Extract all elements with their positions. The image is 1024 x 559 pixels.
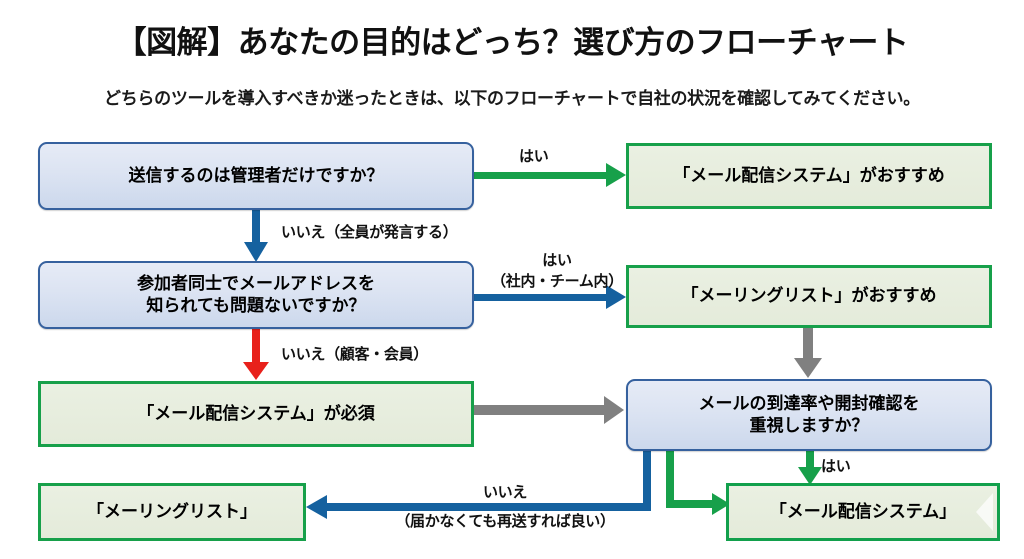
edge-q3-yes-line (806, 450, 814, 470)
edge-label-q3-yes: はい (821, 458, 851, 475)
edge-q3-green-horizontal (666, 500, 716, 508)
node-question-2-line1: 参加者同士でメールアドレスを (137, 273, 375, 293)
edge-q1-no-line (252, 207, 260, 245)
edge-q1-yes-line (470, 172, 608, 179)
edge-q2-no-line (252, 328, 260, 365)
node-question-2-label: 参加者同士でメールアドレスを 知られても問題ないですか？ (137, 273, 375, 317)
node-question-3[interactable]: メールの到達率や開封確認を 重視しますか？ (626, 379, 992, 451)
edge-label-q1-yes: はい (519, 148, 549, 165)
node-question-1[interactable]: 送信するのは管理者だけですか？ (38, 142, 474, 210)
edge-q2-no-arrowhead (243, 362, 269, 380)
node-result-1-label: 「メール配信システム」がおすすめ (673, 165, 945, 185)
node-question-2[interactable]: 参加者同士でメールアドレスを 知られても問題ないですか？ (38, 261, 474, 329)
edge-q2-yes-line (470, 294, 608, 301)
edge-q2-yes-arrowhead (606, 285, 626, 309)
page-subtitle: どちらのツールを導入すべきか迷ったときは、以下のフローチャートで自社の状況を確認… (104, 89, 920, 108)
node-result-5[interactable]: 「メール配信システム」 (726, 483, 1000, 541)
edge-r2-down-line (803, 328, 813, 361)
edge-label-q2-yes-line1: はい (542, 252, 572, 269)
node-question-2-line2: 知られても問題ないですか？ (146, 296, 366, 315)
edge-label-q3-no: いいえ （届かなくても再送すれば良い） (370, 481, 640, 531)
node-result-4-label: 「メーリングリスト」 (87, 501, 257, 521)
node-result-5-label: 「メール配信システム」 (769, 501, 957, 521)
node-question-3-line2: 重視しますか？ (749, 416, 869, 435)
edge-q1-no-arrowhead (244, 242, 268, 262)
edge-q3-green-arrowhead (712, 493, 730, 515)
edge-r3-right-arrowhead (604, 396, 624, 424)
edge-label-q2-yes-line2: （社内・チーム内） (491, 273, 623, 290)
node-result-3[interactable]: 「メール配信システム」が必須 (38, 381, 474, 447)
edge-q3-yes-arrowhead (798, 467, 822, 485)
corner-triangle-icon (976, 493, 993, 531)
edge-q3-green-vertical (666, 450, 674, 507)
node-question-3-label: メールの到達率や開封確認を 重視しますか？ (699, 393, 920, 437)
edge-r2-down-arrowhead (794, 358, 822, 378)
node-question-1-label: 送信するのは管理者だけですか？ (128, 165, 384, 185)
edge-label-q3-no-line2: （届かなくても再送すれば良い） (395, 513, 615, 530)
edge-label-q2-yes: はい （社内・チーム内） (474, 249, 640, 291)
node-result-3-label: 「メール配信システム」が必須 (137, 403, 375, 423)
node-result-2[interactable]: 「メーリングリスト」がおすすめ (626, 265, 992, 328)
node-result-4[interactable]: 「メーリングリスト」 (38, 483, 306, 541)
edge-q3-no-horizontal (326, 503, 651, 511)
page-title: 【図解】あなたの目的はどっち？選び方のフローチャート (115, 25, 909, 60)
node-question-3-line1: メールの到達率や開封確認を (698, 393, 920, 413)
edge-label-q1-no: いいえ（全員が発言する） (281, 224, 458, 241)
edge-q3-no-vertical (643, 450, 651, 510)
edge-q3-no-arrowhead (306, 495, 327, 519)
edge-label-q2-no: いいえ（顧客・会員） (281, 346, 429, 363)
edge-r3-right-line (472, 405, 606, 415)
edge-label-q3-no-line1: いいえ (482, 484, 528, 501)
node-result-1[interactable]: 「メール配信システム」がおすすめ (626, 143, 992, 209)
node-result-2-label: 「メーリングリスト」がおすすめ (681, 286, 937, 306)
edge-q1-yes-arrowhead (606, 163, 626, 187)
